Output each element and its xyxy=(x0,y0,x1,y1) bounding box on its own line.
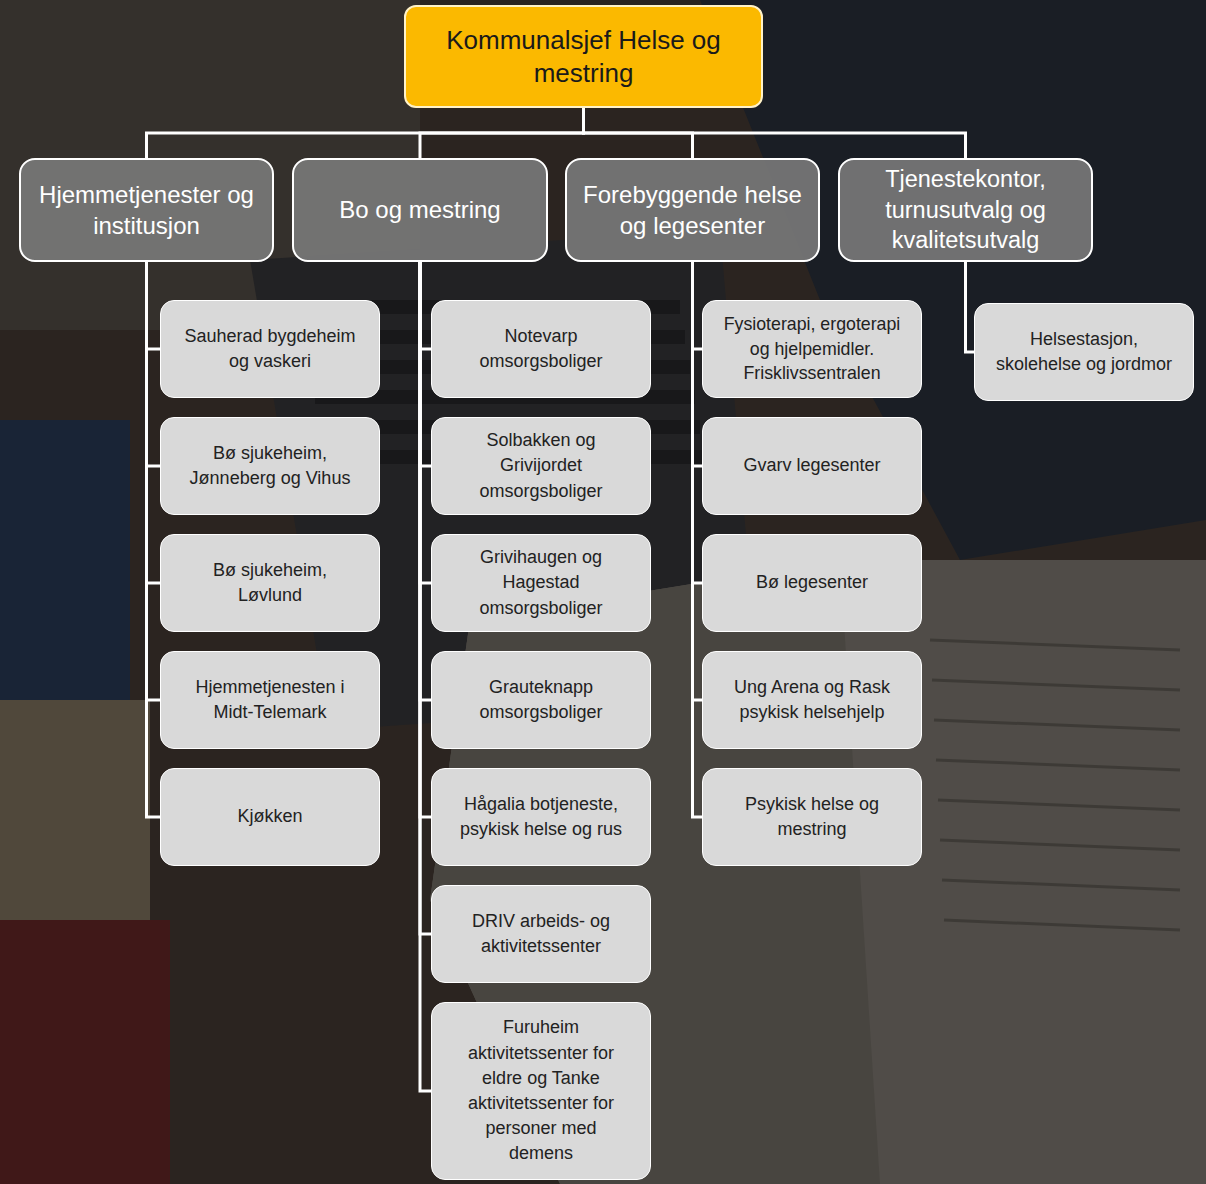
box-label: Grauteknapp omsorgsboliger xyxy=(452,675,630,725)
unit-box: Notevarp omsorgsboliger xyxy=(431,300,651,398)
box-label: Hjemmetjenesten i Midt-Telemark xyxy=(181,675,359,725)
box-label: Hjemmetjenester og institusjon xyxy=(29,179,264,241)
unit-box: Hjemmetjenesten i Midt-Telemark xyxy=(160,651,380,749)
unit-box: Bø sjukeheim, Løvlund xyxy=(160,534,380,632)
unit-box: DRIV arbeids- og aktivitetssenter xyxy=(431,885,651,983)
unit-box: Solbakken og Grivijordet omsorgsboliger xyxy=(431,417,651,515)
unit-box: Ung Arena og Rask psykisk helsehjelp xyxy=(702,651,922,749)
org-connector xyxy=(693,262,703,583)
department-box: Forebyggende helse og legesenter xyxy=(565,158,820,262)
org-connector xyxy=(420,262,431,1091)
org-connector xyxy=(147,262,161,700)
org-connector xyxy=(147,262,161,349)
box-label: Bo og mestring xyxy=(339,194,500,225)
org-connector xyxy=(147,262,161,817)
unit-box: Hågalia botjeneste, psykisk helse og rus xyxy=(431,768,651,866)
box-label: DRIV arbeids- og aktivitetssenter xyxy=(452,909,630,959)
department-box: Tjenestekontor, turnusutvalg og kvalitet… xyxy=(838,158,1093,262)
org-connector xyxy=(966,262,975,352)
box-label: Bø sjukeheim, Jønneberg og Vihus xyxy=(181,441,359,491)
box-label: Gvarv legesenter xyxy=(743,453,880,478)
box-label: Fysioterapi, ergoterapi og hjelpemidler.… xyxy=(723,312,901,387)
unit-box: Sauherad bygdeheim og vaskeri xyxy=(160,300,380,398)
org-connector xyxy=(420,262,431,817)
unit-box: Furuheim aktivitetssenter for eldre og T… xyxy=(431,1002,651,1180)
org-connector xyxy=(693,262,703,817)
box-label: Solbakken og Grivijordet omsorgsboliger xyxy=(452,428,630,504)
box-label: Grivihaugen og Hagestad omsorgsboliger xyxy=(452,545,630,621)
box-label: Psykisk helse og mestring xyxy=(723,792,901,842)
box-label: Furuheim aktivitetssenter for eldre og T… xyxy=(452,1015,630,1166)
unit-box: Psykisk helse og mestring xyxy=(702,768,922,866)
org-connector xyxy=(693,262,703,466)
unit-box: Fysioterapi, ergoterapi og hjelpemidler.… xyxy=(702,300,922,398)
org-connector xyxy=(693,262,703,700)
org-connector xyxy=(420,262,431,466)
box-label: Kjøkken xyxy=(237,804,302,829)
box-label: Sauherad bygdeheim og vaskeri xyxy=(181,324,359,374)
director-box: Kommunalsjef Helse og mestring xyxy=(404,5,763,108)
department-box: Bo og mestring xyxy=(292,158,548,262)
box-label: Kommunalsjef Helse og mestring xyxy=(416,24,751,89)
unit-box: Bø sjukeheim, Jønneberg og Vihus xyxy=(160,417,380,515)
org-connector xyxy=(584,108,693,158)
box-label: Tjenestekontor, turnusutvalg og kvalitet… xyxy=(848,164,1083,256)
box-label: Bø sjukeheim, Løvlund xyxy=(181,558,359,608)
org-connector xyxy=(420,108,584,158)
org-connector xyxy=(420,262,431,583)
org-connector xyxy=(693,262,703,349)
org-connector xyxy=(147,262,161,583)
unit-box: Grauteknapp omsorgsboliger xyxy=(431,651,651,749)
unit-box: Kjøkken xyxy=(160,768,380,866)
org-connector xyxy=(584,108,966,158)
box-label: Helsestasjon, skolehelse og jordmor xyxy=(995,327,1173,377)
unit-box: Bø legesenter xyxy=(702,534,922,632)
department-box: Hjemmetjenester og institusjon xyxy=(19,158,274,262)
box-label: Forebyggende helse og legesenter xyxy=(575,179,810,241)
box-label: Ung Arena og Rask psykisk helsehjelp xyxy=(723,675,901,725)
org-connector xyxy=(147,108,584,158)
unit-box: Helsestasjon, skolehelse og jordmor xyxy=(974,303,1194,401)
org-connector xyxy=(420,262,431,700)
box-label: Hågalia botjeneste, psykisk helse og rus xyxy=(452,792,630,842)
org-connector xyxy=(420,262,431,349)
box-label: Notevarp omsorgsboliger xyxy=(452,324,630,374)
box-label: Bø legesenter xyxy=(756,570,868,595)
org-connector xyxy=(147,262,161,466)
org-connector xyxy=(420,262,431,934)
unit-box: Grivihaugen og Hagestad omsorgsboliger xyxy=(431,534,651,632)
unit-box: Gvarv legesenter xyxy=(702,417,922,515)
